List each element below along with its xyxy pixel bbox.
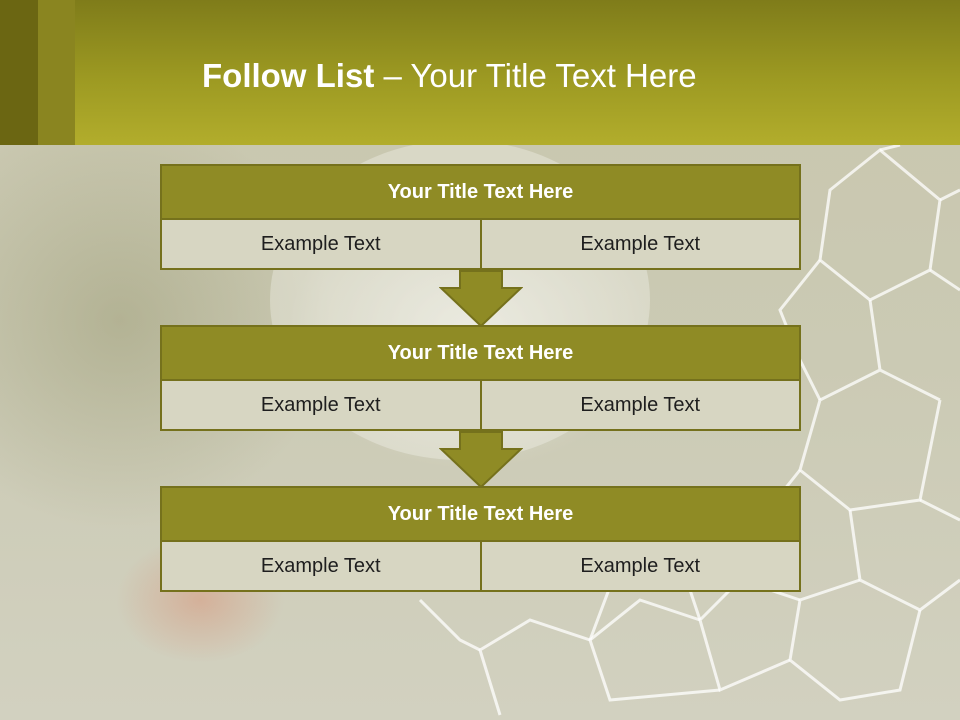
header-accent-bar-light [38, 0, 75, 145]
list-block-2: Your Title Text Here Example Text Exampl… [160, 325, 801, 431]
slide-title-rest: – Your Title Text Here [383, 57, 697, 94]
down-arrow-icon [439, 270, 523, 328]
block-row: Example Text Example Text [160, 542, 801, 592]
block-row: Example Text Example Text [160, 220, 801, 270]
header-accent-bar-dark [0, 0, 38, 145]
list-block-1: Your Title Text Here Example Text Exampl… [160, 164, 801, 270]
block-cell-right: Example Text [479, 220, 799, 268]
block-title: Your Title Text Here [160, 164, 801, 220]
slide-title-bold: Follow List [202, 57, 375, 94]
block-cell-left: Example Text [162, 542, 480, 590]
down-arrow-icon [439, 431, 523, 489]
block-cell-right: Example Text [479, 381, 799, 429]
block-title: Your Title Text Here [160, 325, 801, 381]
slide-title: Follow List – Your Title Text Here [202, 56, 697, 96]
list-block-3: Your Title Text Here Example Text Exampl… [160, 486, 801, 592]
header-band: Follow List – Your Title Text Here [0, 0, 960, 145]
block-cell-left: Example Text [162, 220, 480, 268]
block-cell-right: Example Text [479, 542, 799, 590]
block-title: Your Title Text Here [160, 486, 801, 542]
block-cell-left: Example Text [162, 381, 480, 429]
block-row: Example Text Example Text [160, 381, 801, 431]
